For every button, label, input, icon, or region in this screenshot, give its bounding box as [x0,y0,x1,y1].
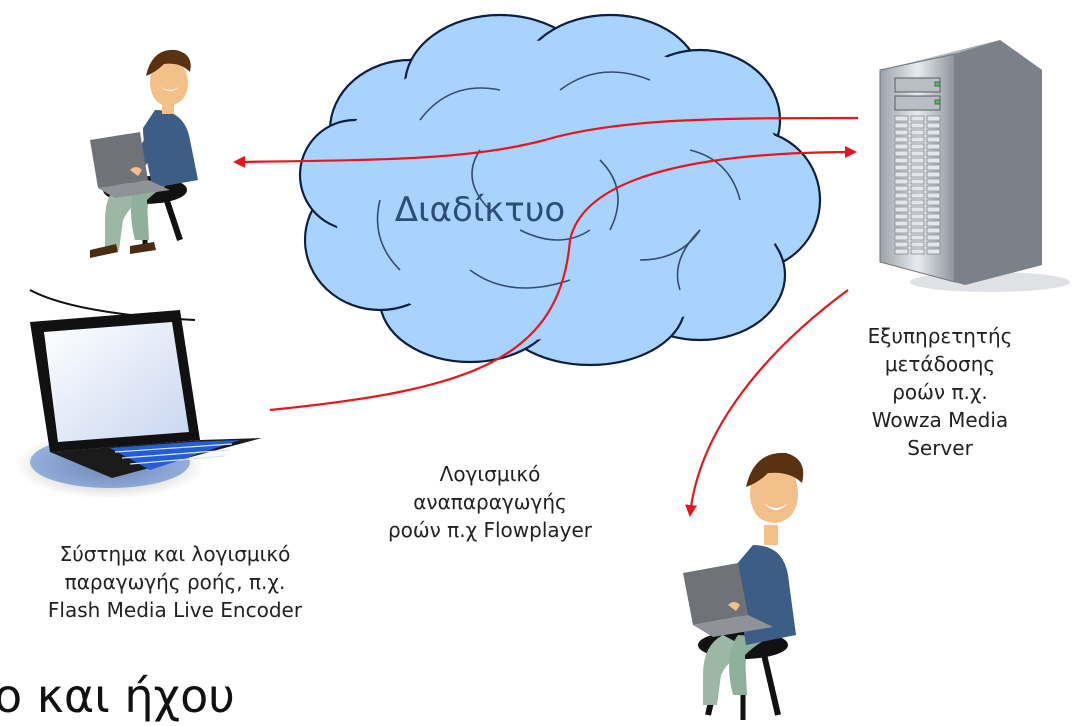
laptop-icon [15,289,262,499]
player-label-line: ροών π.χ Flowplayer [387,518,593,542]
user-with-laptop-icon [90,49,198,258]
encoder-label-line: Flash Media Live Encoder [47,598,303,622]
encoder-label-line: παραγωγής ροής, π.χ. [64,570,286,594]
server-label-line: μετάδοσης [884,352,996,376]
server-tower-icon [879,40,1070,292]
internet-cloud-label: Διαδίκτυο [394,190,566,230]
slide-title-fragment: ο και ήχου [0,669,235,723]
server-label: Εξυπηρετητής μετάδοσης ροών π.χ. Wowza M… [820,322,1060,462]
server-label-line: Server [907,436,973,460]
internet-cloud [298,13,822,367]
user-with-laptop-icon-2 [683,452,804,720]
stream-arrows [233,116,859,517]
arrow-server-to-viewer [685,289,849,517]
encoder-label: Σύστημα και λογισμικό παραγωγής ροής, π.… [10,540,340,624]
player-label-line: Λογισμικό [439,462,541,486]
encoder-label-line: Σύστημα και λογισμικό [59,542,291,566]
server-label-line: ροών π.χ. [892,380,988,404]
player-label: Λογισμικό αναπαραγωγής ροών π.χ Flowplay… [360,460,620,544]
arrow-encoder-to-server [269,146,857,412]
server-label-line: Wowza Media [871,408,1009,432]
server-label-line: Εξυπηρετητής [867,324,1013,348]
arrow-server-to-user [233,116,859,168]
player-label-line: αναπαραγωγής [413,490,567,514]
